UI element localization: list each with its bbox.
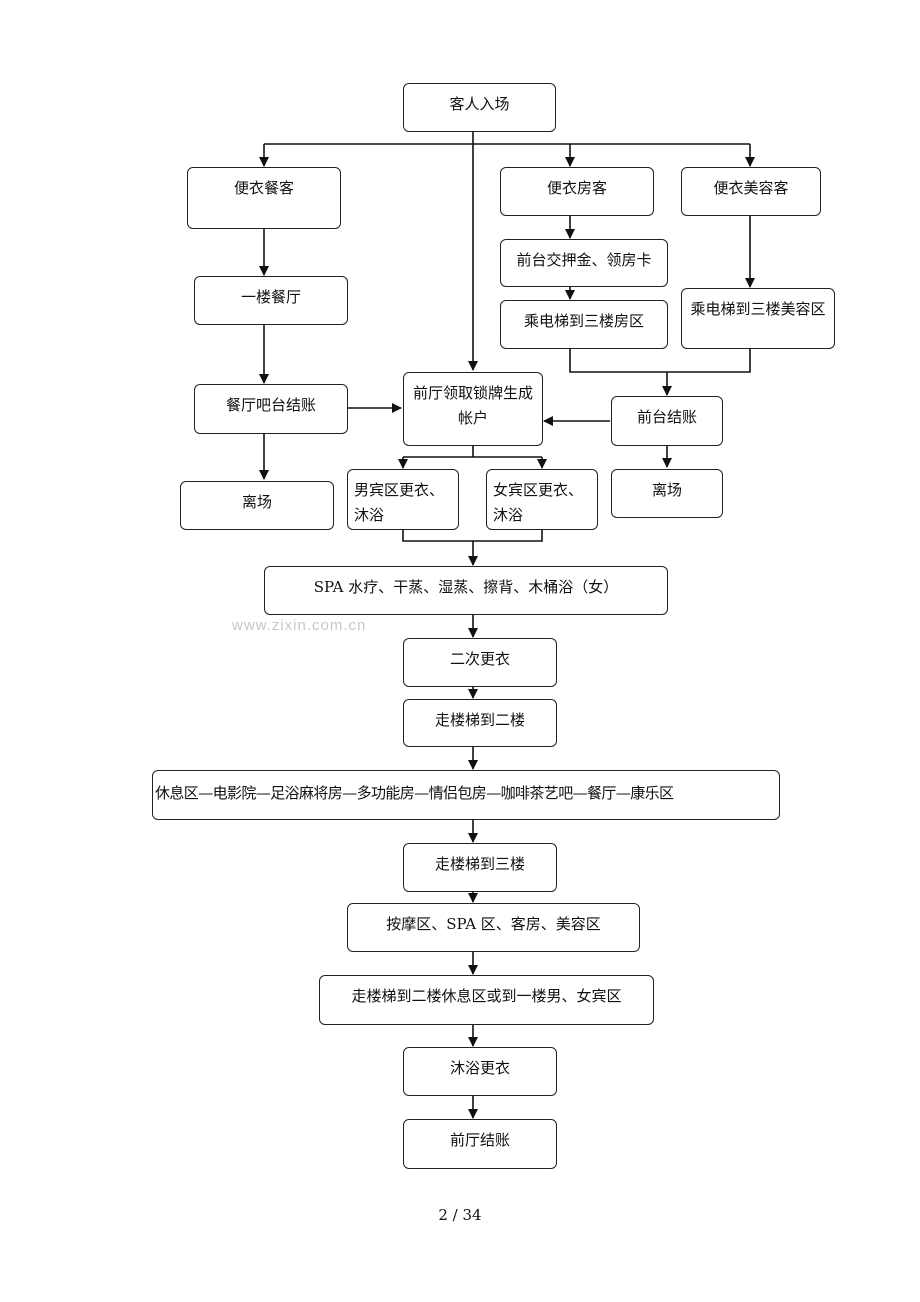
node-stairs-third: 走楼梯到三楼	[403, 843, 557, 892]
node-elevator-beauty: 乘电梯到三楼美容区	[681, 288, 835, 349]
node-room-guest: 便衣房客	[500, 167, 654, 216]
edge-merge	[569, 349, 751, 373]
node-front-desk-checkout: 前台结账	[611, 396, 723, 446]
node-lobby-checkout: 前厅结账	[403, 1119, 557, 1169]
node-leave-left: 离场	[180, 481, 334, 530]
node-entry: 客人入场	[403, 83, 556, 132]
node-female-changing: 女宾区更衣、沐浴	[486, 469, 598, 530]
node-third-floor-areas: 按摩区、SPA 区、客房、美容区	[347, 903, 640, 952]
node-stairs-second: 走楼梯到二楼	[403, 699, 557, 747]
node-second-change: 二次更衣	[403, 638, 557, 687]
node-dining-guest: 便衣餐客	[187, 167, 341, 229]
node-stairs-back: 走楼梯到二楼休息区或到一楼男、女宾区	[319, 975, 654, 1025]
page-number: 2 / 34	[438, 1206, 482, 1224]
node-spa: SPA 水疗、干蒸、湿蒸、擦背、木桶浴（女）	[264, 566, 668, 615]
node-first-floor-restaurant: 一楼餐厅	[194, 276, 348, 325]
node-elevator-room: 乘电梯到三楼房区	[500, 300, 668, 349]
watermark: www.zixin.com.cn	[232, 617, 367, 634]
node-second-floor-areas: 休息区—电影院—足浴麻将房—多功能房—情侣包房—咖啡茶艺吧—餐厅—康乐区	[152, 770, 780, 820]
node-male-changing: 男宾区更衣、沐浴	[347, 469, 459, 530]
node-shower-change: 沐浴更衣	[403, 1047, 557, 1096]
node-leave-right: 离场	[611, 469, 723, 518]
node-restaurant-bar-checkout: 餐厅吧台结账	[194, 384, 348, 434]
edge-join	[402, 529, 543, 542]
node-beauty-guest: 便衣美容客	[681, 167, 821, 216]
node-lobby-lock-tag: 前厅领取锁牌生成帐户	[403, 372, 543, 446]
node-front-desk-deposit: 前台交押金、领房卡	[500, 239, 668, 287]
